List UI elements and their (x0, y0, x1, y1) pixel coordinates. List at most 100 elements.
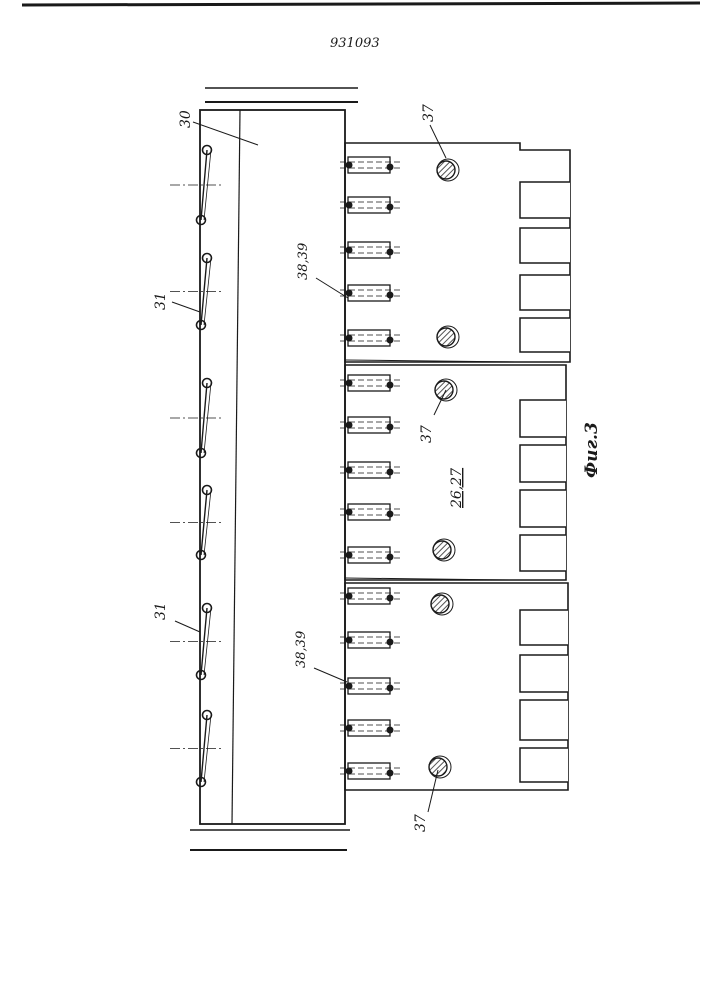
tube-end-right (387, 249, 394, 256)
pin (437, 159, 459, 181)
tube-end-left (346, 637, 353, 644)
label-ref-30: 30 (178, 110, 194, 128)
pin (433, 539, 455, 561)
comb-slot (520, 655, 568, 692)
tube (340, 547, 400, 563)
pin (431, 593, 453, 615)
pin (437, 326, 459, 348)
tube-end-right (387, 727, 394, 734)
tube-end-left (346, 290, 353, 297)
tube (340, 197, 400, 213)
label-ref-37-bottom: 37 (413, 814, 429, 832)
tube-body (348, 462, 390, 478)
comb-slots (520, 182, 570, 782)
spring-element (170, 486, 222, 560)
tube (340, 678, 400, 694)
tube-body (348, 285, 390, 301)
tube-end-left (346, 247, 353, 254)
tube-end-left (346, 509, 353, 516)
comb-slot (520, 318, 570, 352)
tube (340, 330, 400, 346)
label-ref-38-39-bottom: 38,39 (294, 631, 309, 668)
tube-end-right (387, 554, 394, 561)
pin-body (437, 328, 455, 346)
comb-slot (520, 228, 570, 263)
pin-body (431, 595, 449, 613)
comb-slot (520, 610, 568, 645)
tube-body (348, 375, 390, 391)
label-ref-38-39-top: 38,39 (296, 243, 311, 280)
top-border-rule (22, 3, 700, 5)
tube (340, 588, 400, 604)
tube-end-left (346, 202, 353, 209)
tube-end-left (346, 467, 353, 474)
comb-slot (520, 700, 568, 740)
comb-slot (520, 182, 570, 218)
tube-end-right (387, 511, 394, 518)
pin (429, 756, 451, 778)
tube-end-left (346, 335, 353, 342)
spring-elements-31 (170, 146, 222, 787)
tube-end-right (387, 685, 394, 692)
tube-end-left (346, 380, 353, 387)
tube (340, 504, 400, 520)
pin-body (437, 161, 455, 179)
tube-end-left (346, 552, 353, 559)
tube-body (348, 588, 390, 604)
comb-slot (520, 748, 568, 782)
comb-slot (520, 445, 566, 482)
tube-body (348, 417, 390, 433)
comb-slot (520, 275, 570, 310)
spring-element (170, 379, 222, 458)
tube-body (348, 330, 390, 346)
tube-body (348, 547, 390, 563)
spring-element (170, 254, 222, 330)
leader-lines (172, 122, 446, 812)
bottom-guide-rails (190, 830, 350, 850)
tube-body (348, 763, 390, 779)
comb-slot (520, 535, 566, 571)
pin-body (429, 758, 447, 776)
tube-end-left (346, 593, 353, 600)
tube-end-right (387, 337, 394, 344)
tube-body (348, 632, 390, 648)
label-ref-31-bottom: 31 (153, 602, 169, 620)
tube-end-right (387, 770, 394, 777)
tube-end-right (387, 595, 394, 602)
patent-number: 931093 (330, 36, 380, 51)
tube (340, 417, 400, 433)
tube (340, 285, 400, 301)
spring-element (170, 604, 222, 680)
tube-body (348, 678, 390, 694)
tube (340, 375, 400, 391)
tube (340, 632, 400, 648)
tube (340, 462, 400, 478)
comb-slot (520, 400, 566, 437)
tube-end-left (346, 683, 353, 690)
tube-end-right (387, 292, 394, 299)
top-guide-rails (205, 88, 358, 102)
label-ref-37-middle: 37 (419, 425, 435, 443)
tube-end-right (387, 469, 394, 476)
tube-body (348, 504, 390, 520)
tube-end-right (387, 639, 394, 646)
tube-end-right (387, 382, 394, 389)
spring-element (170, 711, 222, 787)
tube (340, 720, 400, 736)
tube-end-right (387, 424, 394, 431)
label-ref-37-top: 37 (421, 104, 437, 122)
tube-end-left (346, 725, 353, 732)
tube (340, 157, 400, 173)
tube-end-left (346, 422, 353, 429)
label-ref-31-top: 31 (153, 292, 169, 310)
tube-end-left (346, 162, 353, 169)
tube-end-right (387, 164, 394, 171)
tube-body (348, 720, 390, 736)
tubes-38-39 (340, 157, 400, 779)
main-beam-30 (200, 110, 345, 824)
figure-caption: Фиг.3 (582, 422, 602, 478)
tube-body (348, 242, 390, 258)
pin-body (433, 541, 451, 559)
pin-body (435, 381, 453, 399)
